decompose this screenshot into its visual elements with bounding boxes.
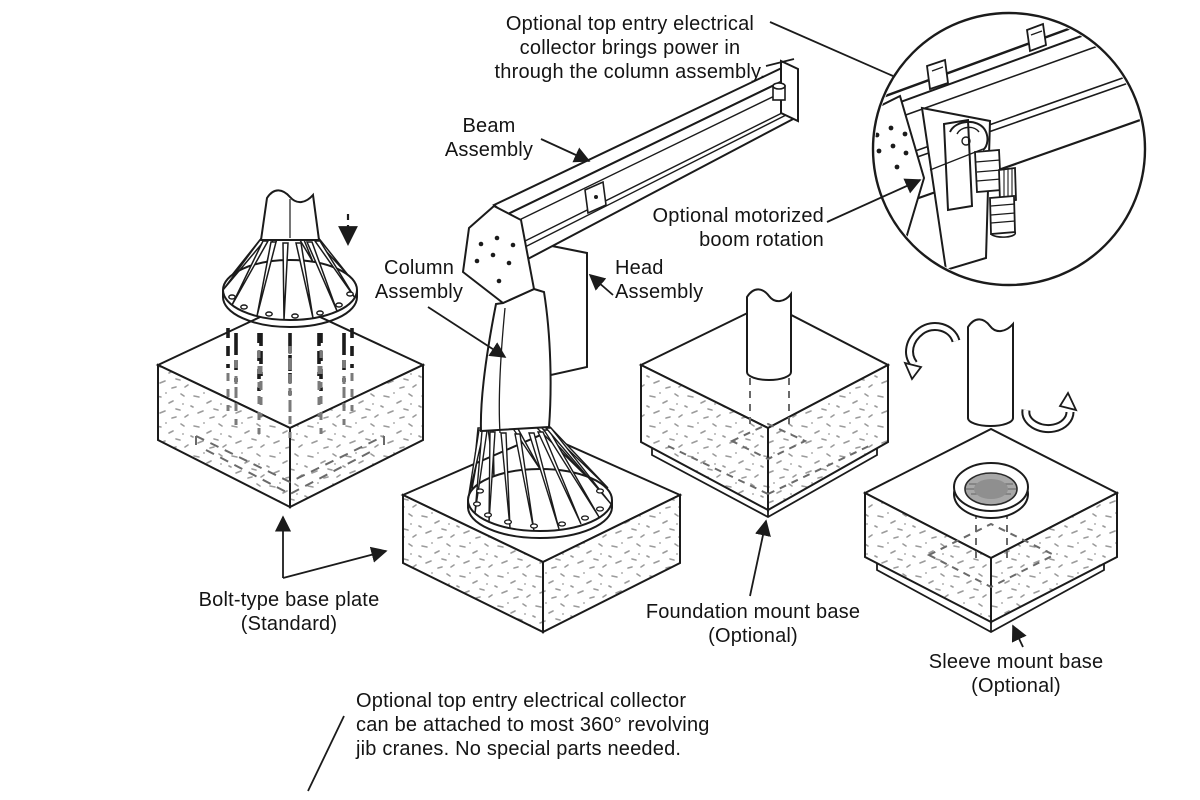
sleeve-base-drawing	[862, 318, 1120, 634]
label-head-assembly: Head Assembly	[615, 256, 775, 304]
rotation-arrows	[903, 322, 1078, 434]
label-line: Beam	[462, 115, 516, 137]
label-line: Column	[383, 257, 455, 279]
label-bottom-note: Optional top entry electrical collector …	[356, 689, 736, 761]
label-top-note: Optional top entry electrical collector …	[455, 12, 805, 84]
detail-circle-view	[871, 11, 1147, 287]
leader-bolt-base-diag	[282, 546, 388, 579]
label-line: Sleeve mount base	[928, 651, 1104, 673]
leader-head	[588, 273, 614, 296]
label-line: Optional top entry electrical	[505, 13, 755, 35]
leader-top-note-tick	[765, 58, 795, 67]
label-line: boom rotation	[699, 229, 824, 251]
label-sleeve-base: Sleeve mount base (Optional)	[886, 650, 1146, 698]
label-line: collector brings power in	[519, 37, 741, 59]
label-line: Optional top entry electrical collector	[356, 690, 687, 712]
label-line: through the column assembly.	[494, 61, 766, 83]
leader-top-note	[769, 21, 894, 77]
label-foundation-base: Foundation mount base (Optional)	[613, 600, 893, 648]
label-bolt-base: Bolt-type base plate (Standard)	[169, 588, 409, 636]
label-column-assembly: Column Assembly	[339, 256, 499, 304]
leader-lines	[274, 21, 1027, 792]
label-line: Assembly	[374, 281, 464, 303]
label-line: Optional motorized	[652, 205, 824, 227]
leader-foundation	[749, 519, 771, 597]
label-line: Head	[615, 257, 664, 279]
label-line: Assembly	[444, 139, 534, 161]
leader-beam	[540, 138, 591, 163]
label-line: can be attached to most 360° revolving	[356, 714, 710, 736]
leader-motorized	[826, 178, 922, 223]
leader-column	[427, 306, 507, 358]
label-motorized-rotation: Optional motorized boom rotation	[624, 204, 824, 252]
main-crane-drawing	[400, 59, 799, 634]
label-beam-assembly: Beam Assembly	[409, 114, 569, 162]
label-line: jib cranes. No special parts needed.	[356, 738, 682, 760]
label-line: (Standard)	[240, 613, 338, 635]
label-line: (Optional)	[708, 625, 798, 647]
label-line: Assembly	[615, 281, 704, 303]
label-line: Bolt-type base plate	[198, 589, 380, 611]
label-line: Foundation mount base	[645, 601, 861, 623]
leader-bottom-note	[307, 715, 345, 792]
label-line: (Optional)	[971, 675, 1061, 697]
bolt-base-drawing	[155, 189, 426, 509]
leader-sleeve	[1011, 624, 1027, 648]
foundation-base-drawing	[638, 288, 891, 519]
